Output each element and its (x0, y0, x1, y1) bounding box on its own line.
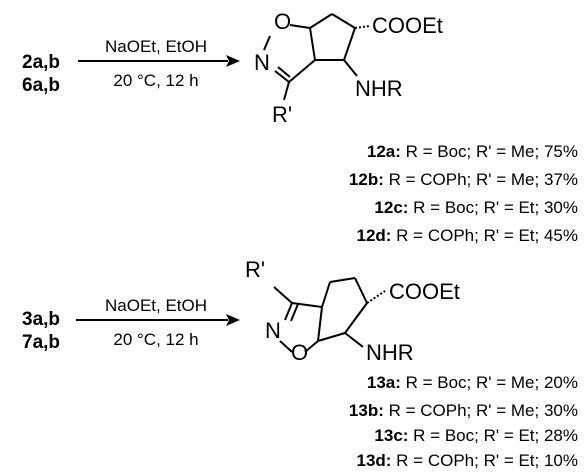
products-12: 12a: R = Boc; R' = Me; 75% 12b: R = COPh… (349, 142, 578, 245)
product-12d: 12d: R = COPh; R' = Et; 45% (356, 226, 578, 245)
reactant-2b: 7a,b (22, 332, 60, 353)
reactant-1a: 2a,b (22, 52, 60, 73)
reagents-1: NaOEt, EtOH (105, 37, 207, 56)
products-13: 13a: R = Boc; R' = Me; 20% 13b: R = COPh… (349, 373, 578, 470)
product-12a: 12a: R = Boc; R' = Me; 75% (367, 142, 578, 161)
reaction-1: 2a,b 6a,b NaOEt, EtOH 20 °C, 12 h (22, 9, 578, 245)
conditions-1: 20 °C, 12 h (113, 71, 198, 90)
reaction-arrow-1 (78, 55, 240, 67)
conditions-2: 20 °C, 12 h (113, 330, 198, 349)
structure-12 (263, 13, 371, 101)
amine-group-12: NHR (355, 76, 403, 101)
ring-nitrogen-13: N (265, 318, 281, 343)
product-13a: 13a: R = Boc; R' = Me; 20% (367, 373, 578, 392)
product-13b: 13b: R = COPh; R' = Me; 30% (349, 401, 578, 420)
ester-group-12: COOEt (372, 13, 443, 38)
product-12c: 12c: R = Boc; R' = Et; 30% (374, 198, 578, 217)
substituent-12: R' (272, 102, 292, 127)
product-13c: 13c: R = Boc; R' = Et; 28% (374, 426, 578, 445)
structure-13 (273, 277, 386, 353)
product-13d: 13d: R = COPh; R' = Et; 10% (356, 451, 578, 470)
reagents-2: NaOEt, EtOH (105, 296, 207, 315)
ring-oxygen-13: O (291, 340, 308, 365)
substituent-13: R' (245, 257, 265, 282)
ring-nitrogen-12: N (254, 50, 270, 75)
reactant-1b: 6a,b (22, 75, 60, 96)
reactant-2a: 3a,b (22, 309, 60, 330)
product-12b: 12b: R = COPh; R' = Me; 37% (349, 170, 578, 189)
ester-group-13: COOEt (389, 279, 460, 304)
ring-oxygen-12: O (274, 9, 291, 34)
reaction-2: 3a,b 7a,b NaOEt, EtOH 20 °C, 12 h (22, 257, 578, 470)
amine-group-13: NHR (366, 340, 414, 365)
reaction-arrow-2 (76, 314, 240, 326)
